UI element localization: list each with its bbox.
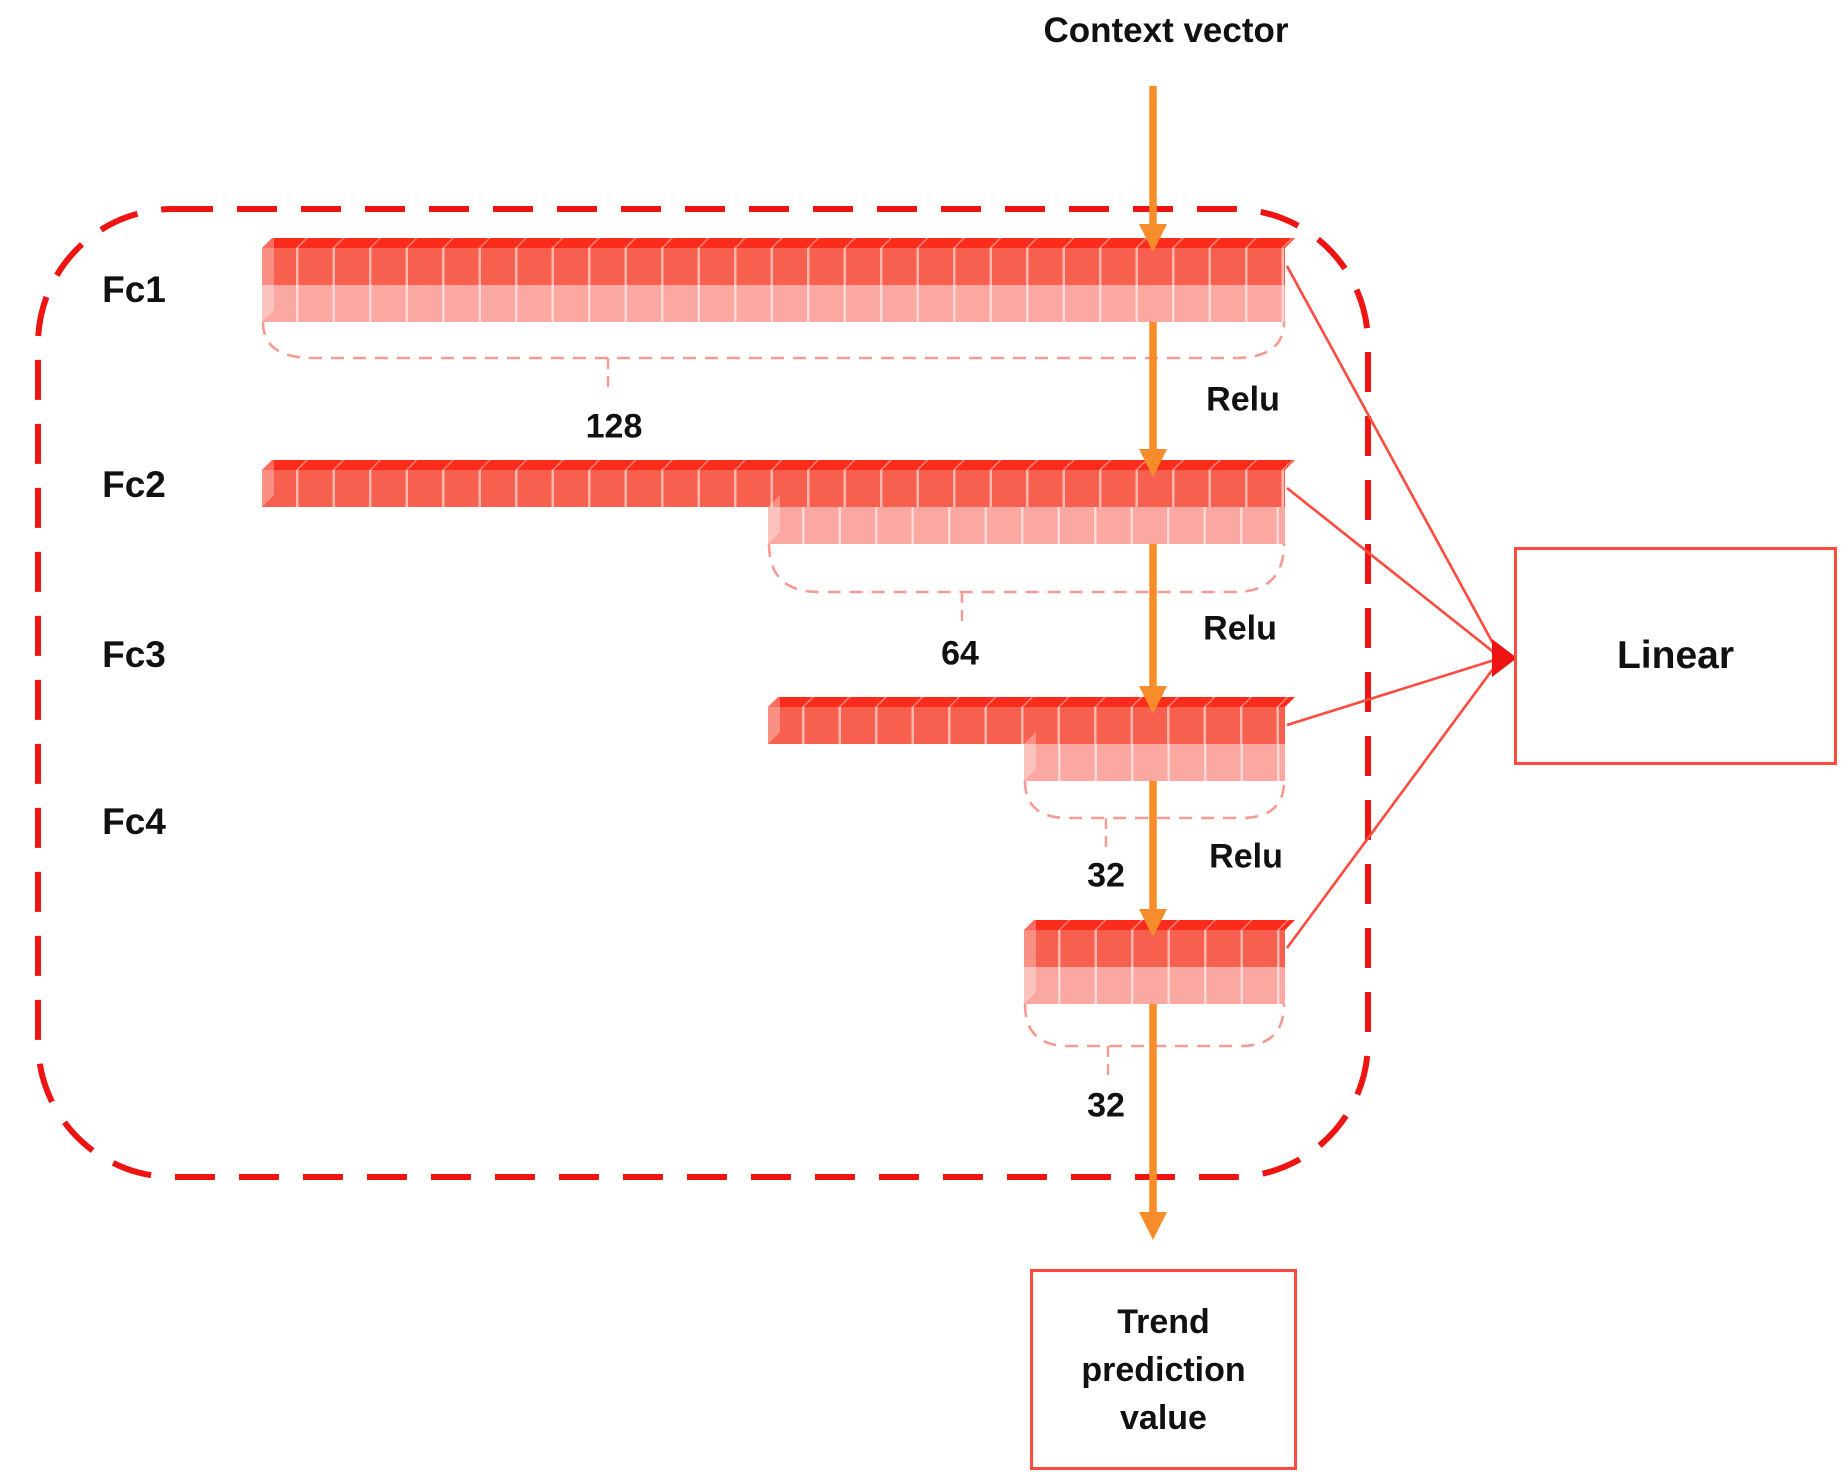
fc4-label: Fc4: [102, 801, 166, 842]
trend-box-line2: prediction: [1081, 1350, 1246, 1389]
fc1-to-linear-line: [1285, 265, 1503, 659]
fc1-dim-brace: [261, 321, 1286, 360]
fc2-to-linear-line: [1286, 486, 1502, 660]
fc3-to-linear-line: [1286, 656, 1502, 727]
fc3-bar-top-face: [768, 697, 1295, 707]
context-vector-label: Context vector: [1043, 11, 1289, 50]
fc1-dim-label: 128: [585, 407, 643, 446]
fc4-bar-top-face: [1024, 920, 1295, 930]
fc1-bar-input-row: [262, 248, 1285, 285]
fc2-label: Fc2: [102, 464, 166, 505]
network-dashed-border: [35, 206, 1371, 1180]
linear-label: Linear: [1616, 634, 1735, 677]
fc2-dim-label: 64: [941, 634, 979, 673]
fc4-bar-input-row: [1024, 930, 1285, 967]
fc1-bar-top-face: [262, 238, 1295, 248]
fc4-dim-brace: [1023, 1003, 1286, 1048]
fc3-bar-output-row: [1024, 744, 1285, 781]
fc2-dim-brace: [767, 543, 1286, 594]
fc4-dim-label: 32: [1087, 1086, 1125, 1125]
fc1-label: Fc1: [102, 269, 166, 310]
trend-box-line3: value: [1120, 1398, 1207, 1437]
fc3-dim-brace: [1023, 780, 1286, 820]
relu-label-2: Relu: [1203, 609, 1277, 648]
flow-arrowhead-5: [1139, 1212, 1167, 1240]
fc3-dim-label: 32: [1087, 856, 1125, 895]
trend-box-line1: Trend: [1117, 1302, 1210, 1341]
fc2-bar-output-row: [768, 507, 1285, 544]
fc4-to-linear-line: [1285, 657, 1503, 949]
fc1-bar-output-row: [262, 285, 1285, 322]
fc3-bar-input-row: [768, 707, 1285, 744]
relu-label-1: Relu: [1206, 380, 1280, 419]
fc3-label: Fc3: [102, 634, 166, 675]
fc2-bar-top-face: [262, 460, 1295, 470]
fc4-bar-output-row: [1024, 967, 1285, 1004]
relu-label-3: Relu: [1209, 837, 1283, 876]
trend-prediction-box: Trend prediction value: [1030, 1269, 1297, 1470]
linear-box: Linear: [1514, 547, 1837, 765]
